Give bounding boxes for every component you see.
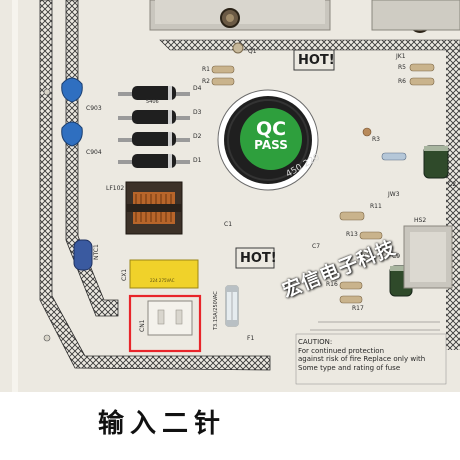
resistor-r3 xyxy=(381,152,407,161)
ref-c1: C1 xyxy=(224,221,233,228)
ref-d3: D3 xyxy=(193,109,202,116)
qc-pass-sticker: QC PASS xyxy=(240,108,302,170)
heatsink-screw-center xyxy=(226,14,234,22)
ref-cn1: CN1 xyxy=(139,319,146,333)
ntc-thermistor xyxy=(73,239,93,271)
blue-cap-c903 xyxy=(61,77,83,103)
caution-box xyxy=(295,333,447,385)
ref-r17: R17 xyxy=(352,305,364,312)
ref-cx1: CX1 xyxy=(121,268,128,281)
ref-r16: R16 xyxy=(326,281,338,288)
board-edge-strip xyxy=(12,0,18,392)
small-cap xyxy=(362,127,372,137)
green-cap-top xyxy=(390,266,412,271)
caution-line: against risk of fire Replace only with xyxy=(298,355,426,363)
blue-cap-c904 xyxy=(61,121,83,147)
resistor-r11 xyxy=(339,211,365,221)
green-cap-top xyxy=(424,146,448,151)
hatch-right xyxy=(446,50,460,350)
highlight-box xyxy=(128,294,202,353)
hot-warning-top: HOT! xyxy=(298,53,335,68)
caution-title: CAUTION: xyxy=(298,338,333,346)
ref-d1: D1 xyxy=(193,157,202,164)
ref-r5: R5 xyxy=(398,64,406,71)
ref-q1: Q1 xyxy=(248,48,257,55)
ref-lf102: LF102 xyxy=(106,185,125,192)
ref-r6: R6 xyxy=(398,78,406,85)
hatch-top xyxy=(159,39,460,51)
ref-c9: C9 xyxy=(392,253,401,260)
heatsink-top-face xyxy=(155,0,325,24)
ref-d2: D2 xyxy=(193,133,202,140)
resistor-r17 xyxy=(339,295,363,304)
ref-r2: R2 xyxy=(202,78,210,85)
hatch-inner xyxy=(65,0,119,317)
hot-box-top xyxy=(293,49,335,71)
caution-text-block: CAUTION: For continued protection agains… xyxy=(298,338,425,372)
caption-text: 输入二针 xyxy=(98,409,227,439)
qc-sticker-line2: PASS xyxy=(254,138,288,152)
connector-pin xyxy=(157,309,165,325)
qc-sticker-line1: QC xyxy=(255,118,287,140)
silkscreen-lines xyxy=(310,321,440,331)
x-capacitor xyxy=(129,259,199,289)
q1-pad xyxy=(232,42,244,54)
hatch-border xyxy=(39,0,271,371)
fuse-rating-label: T3.15A/250VAC xyxy=(213,291,219,330)
caution-line: For continued protection xyxy=(298,346,385,355)
choke-center-bar xyxy=(126,204,182,212)
resistor-r2 xyxy=(211,77,235,86)
fuse-cap-top xyxy=(226,286,238,292)
ref-d4: D4 xyxy=(193,85,202,92)
ref-c904: C904 xyxy=(86,149,102,156)
main-cap-ring xyxy=(227,99,309,181)
ref-r13: R13 xyxy=(346,231,358,238)
heatsink-top-right xyxy=(371,0,460,31)
ref-5406: 5406 xyxy=(146,99,159,105)
ref-f1: F1 xyxy=(247,335,255,342)
ref-r11: R11 xyxy=(370,203,382,210)
input-connector-cn1 xyxy=(147,300,193,336)
resistor-r6 xyxy=(409,77,435,86)
ref-c903: C903 xyxy=(86,105,102,112)
fuse-cap-bottom xyxy=(226,320,238,326)
mounting-hole xyxy=(43,334,51,342)
ref-hs2: HS2 xyxy=(414,217,427,224)
heatsink-hs2-face xyxy=(410,232,446,282)
resistor-r16 xyxy=(339,281,363,290)
mounting-hole xyxy=(43,88,51,96)
resistor-r1 xyxy=(211,65,235,74)
diode-stack xyxy=(118,86,190,168)
ref-jw3: JW3 xyxy=(388,191,400,198)
hot-warning-mid: HOT! xyxy=(240,251,277,266)
ref-r1: R1 xyxy=(202,66,210,73)
svg-text:224 275VAC: 224 275VAC xyxy=(150,278,175,283)
resistor-r5 xyxy=(409,63,435,72)
ref-r3: R3 xyxy=(372,136,380,143)
ref-jk1: JK1 xyxy=(396,53,406,60)
hot-box-mid xyxy=(235,247,275,269)
pcb-board-photo: 224 275VAC xyxy=(0,0,460,392)
caution-line: Some type and rating of fuse xyxy=(298,363,401,372)
resistor-r13 xyxy=(359,231,383,240)
connector-pin xyxy=(175,309,183,325)
ref-ntc1: NTC1 xyxy=(93,244,100,260)
ref-c2: C2 xyxy=(448,181,457,188)
ref-c7: C7 xyxy=(312,243,321,250)
